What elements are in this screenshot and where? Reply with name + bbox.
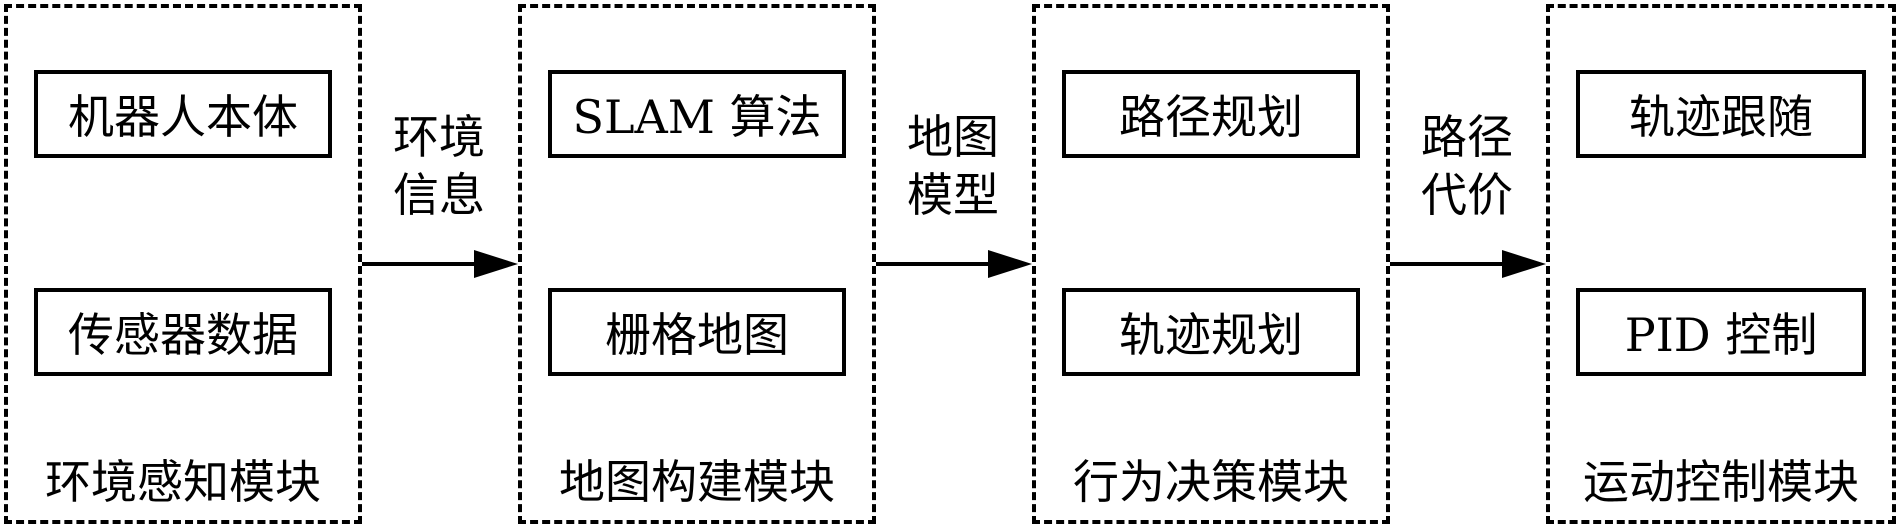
- module-label-behavior-decision: 行为决策模块: [1073, 455, 1349, 509]
- arrow-head: [988, 250, 1032, 278]
- connector-label-environment-info: 环境 信息: [374, 108, 504, 224]
- arrow-head: [474, 250, 518, 278]
- module-label-environment-perception: 环境感知模块: [45, 455, 321, 509]
- connector-label-line: 环境: [393, 110, 485, 164]
- box-grid-map: 栅格地图: [548, 288, 846, 376]
- module-map-building: SLAM 算法 栅格地图 地图构建模块: [518, 4, 876, 524]
- module-label-map-building: 地图构建模块: [559, 455, 835, 509]
- connector-label-line: 模型: [907, 168, 999, 222]
- connector-label-line: 地图: [907, 110, 999, 164]
- arrow-head: [1502, 250, 1546, 278]
- box-trajectory-planning: 轨迹规划: [1062, 288, 1360, 376]
- box-trajectory-following: 轨迹跟随: [1576, 70, 1866, 158]
- module-environment-perception: 机器人本体 传感器数据 环境感知模块: [4, 4, 362, 524]
- box-pid-control: PID 控制: [1576, 288, 1866, 376]
- connector-label-map-model: 地图 模型: [888, 108, 1018, 224]
- arrow-decision-to-control: [1390, 250, 1546, 278]
- connector-label-path-cost: 路径 代价: [1402, 108, 1532, 224]
- connector-label-line: 信息: [393, 168, 485, 222]
- module-motion-control: 轨迹跟随 PID 控制 运动控制模块: [1546, 4, 1896, 524]
- arrow-map-to-decision: [876, 250, 1032, 278]
- box-slam-algorithm: SLAM 算法: [548, 70, 846, 158]
- connector-label-line: 路径: [1421, 110, 1513, 164]
- module-behavior-decision: 路径规划 轨迹规划 行为决策模块: [1032, 4, 1390, 524]
- module-label-motion-control: 运动控制模块: [1583, 455, 1859, 509]
- connector-label-line: 代价: [1421, 168, 1513, 222]
- box-sensor-data: 传感器数据: [34, 288, 332, 376]
- box-path-planning: 路径规划: [1062, 70, 1360, 158]
- arrow-environment-to-map: [362, 250, 518, 278]
- box-robot-body: 机器人本体: [34, 70, 332, 158]
